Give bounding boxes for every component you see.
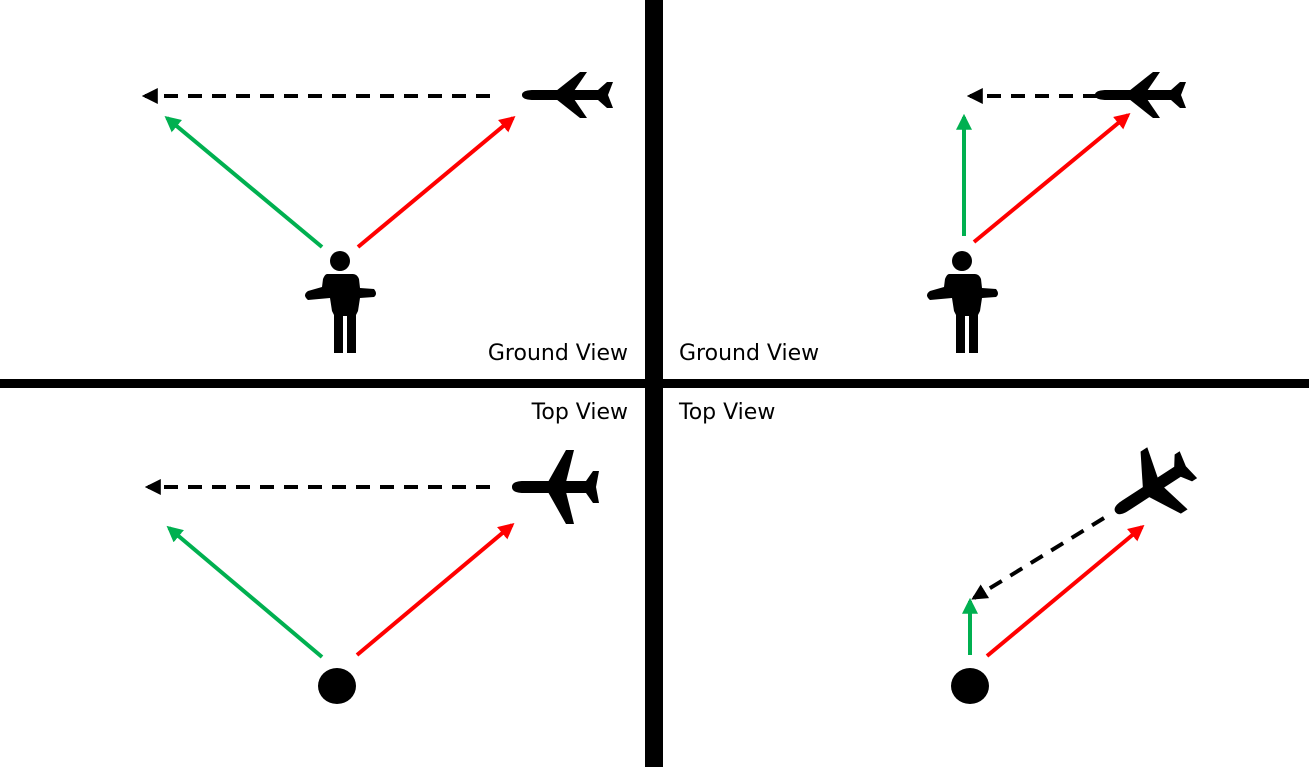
sound-path-arrow xyxy=(355,522,515,657)
airplane-side-icon xyxy=(522,72,613,118)
airplane-side-icon xyxy=(1095,72,1186,118)
panel-label-top-left: Ground View xyxy=(487,341,628,366)
line-of-sight-arrow xyxy=(164,115,324,249)
sound-path-arrow xyxy=(356,115,516,249)
person-icon xyxy=(927,251,998,353)
line-of-sight-arrow xyxy=(166,525,324,659)
panel-label-top-right: Ground View xyxy=(679,341,820,366)
horizontal-divider xyxy=(0,379,1309,388)
observer-dot-icon xyxy=(951,668,989,704)
sound-path-arrow xyxy=(972,112,1131,244)
airplane-top-icon xyxy=(1095,433,1209,544)
panel-label-bottom-left: Top View xyxy=(531,400,628,425)
airplane-top-icon xyxy=(512,450,599,524)
panel-top-right xyxy=(927,72,1186,353)
flight-path-arrow xyxy=(971,516,1106,600)
person-icon xyxy=(305,251,376,353)
panel-label-bottom-right: Top View xyxy=(679,400,776,425)
sound-path-arrow xyxy=(985,524,1145,658)
panel-bottom-left xyxy=(144,450,599,704)
panel-top-left xyxy=(141,72,613,353)
observer-dot-icon xyxy=(318,668,356,704)
panel-bottom-right xyxy=(951,433,1209,704)
